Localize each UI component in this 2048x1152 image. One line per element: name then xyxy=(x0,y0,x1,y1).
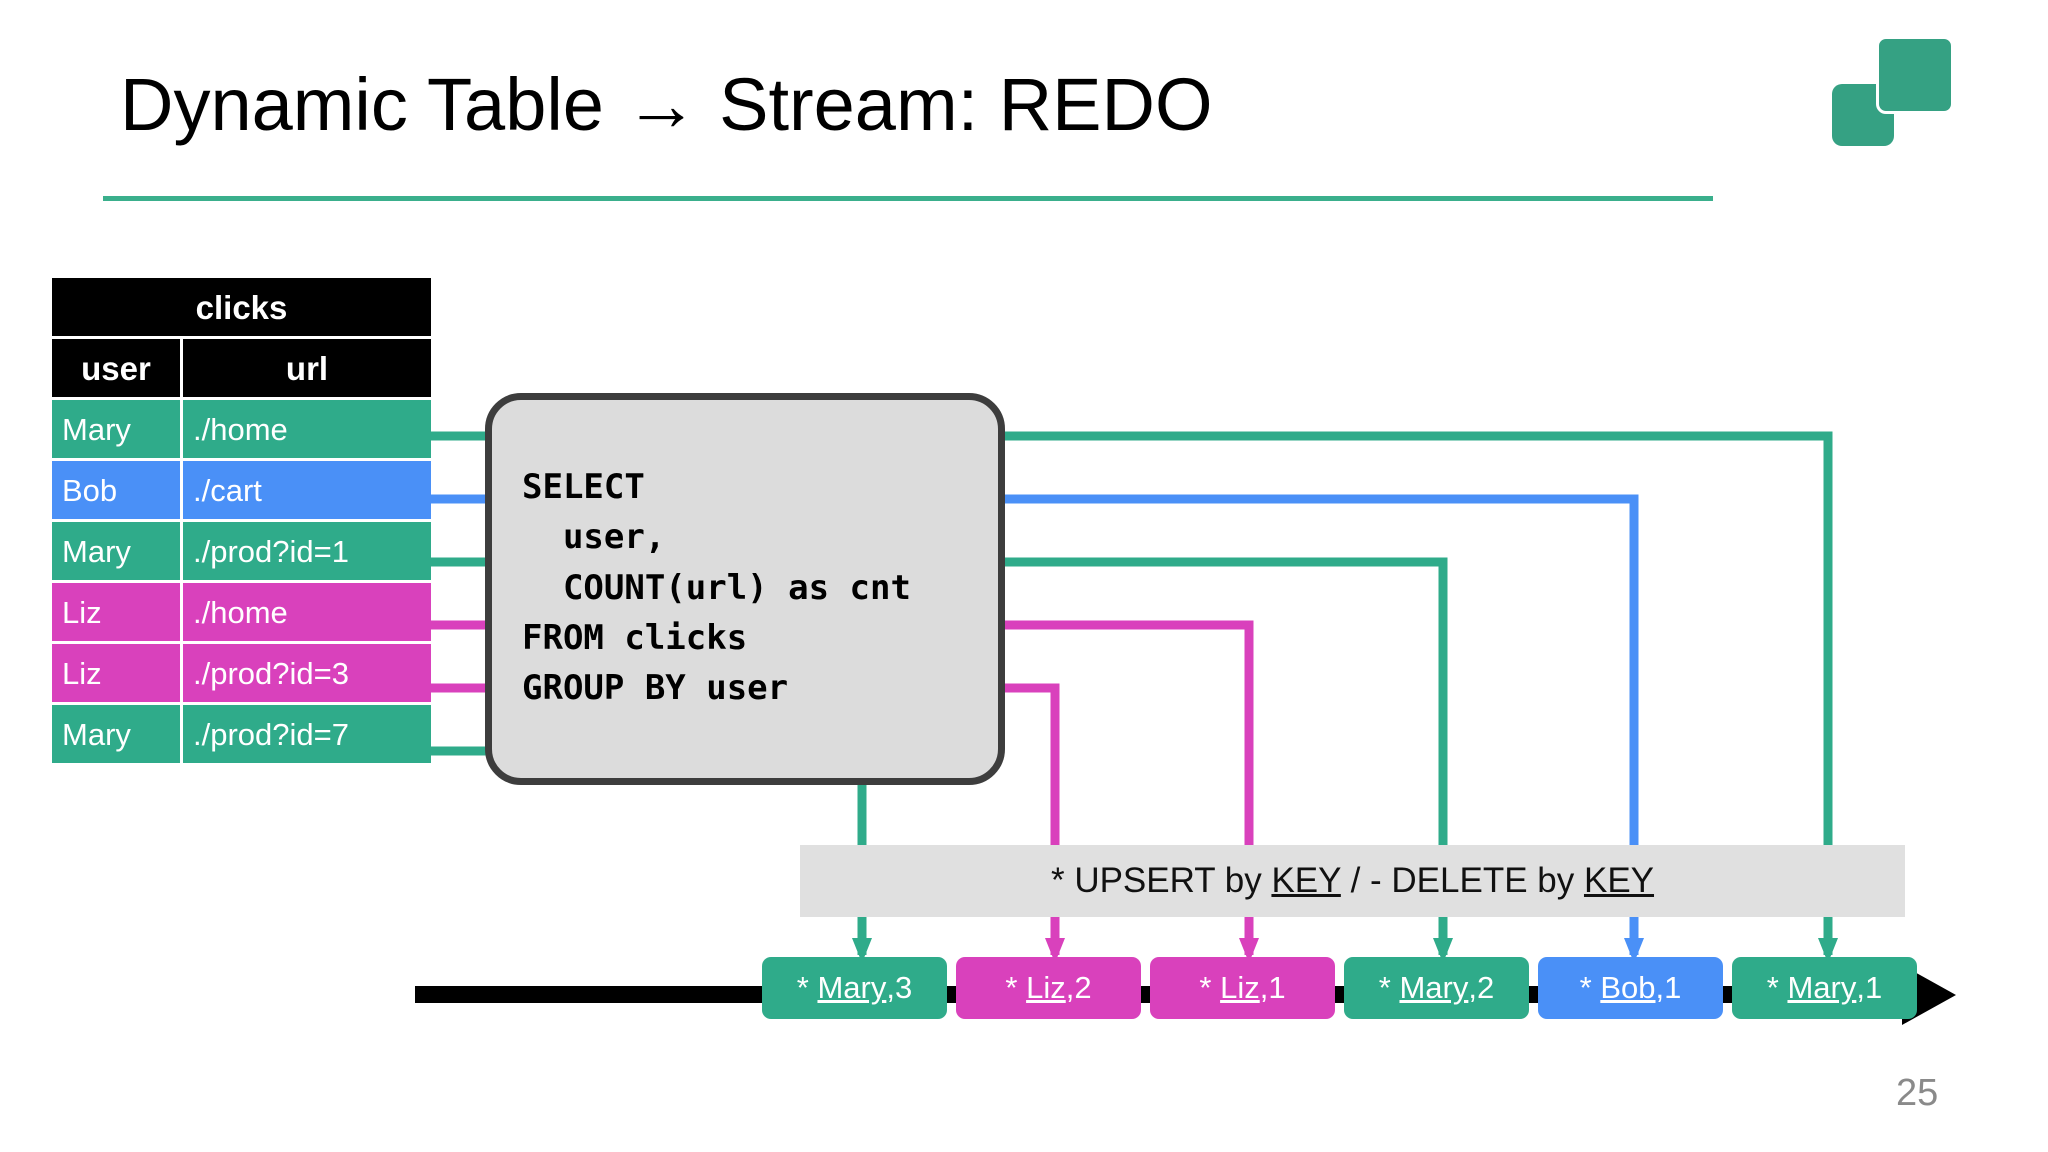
banner-prefix: * UPSERT by xyxy=(1050,861,1272,900)
banner-middle: / - DELETE by xyxy=(1340,861,1584,900)
event-value: 3 xyxy=(894,970,913,1005)
stream-event-badge[interactable]: * Mary,2 xyxy=(1344,957,1529,1019)
event-value: 2 xyxy=(1476,970,1495,1005)
table-row: Liz ./home xyxy=(52,583,431,641)
event-key: Mary xyxy=(817,970,887,1005)
cell-url: ./prod?id=7 xyxy=(183,705,431,763)
event-key: Liz xyxy=(1026,970,1066,1005)
cell-url: ./prod?id=1 xyxy=(183,522,431,580)
cell-url: ./home xyxy=(183,400,431,458)
event-op: * xyxy=(1766,970,1779,1005)
event-value: 1 xyxy=(1864,970,1883,1005)
logo-square-front xyxy=(1876,36,1954,114)
sql-query-box: SELECT user, COUNT(url) as cnt FROM clic… xyxy=(485,393,1005,785)
stream-event-badge[interactable]: * Liz,2 xyxy=(956,957,1141,1019)
event-key: Mary xyxy=(1787,970,1857,1005)
event-key: Mary xyxy=(1399,970,1469,1005)
cell-url: ./home xyxy=(183,583,431,641)
banner-key-1: KEY xyxy=(1271,861,1341,900)
cell-user: Bob xyxy=(52,461,180,519)
stream-event-badge[interactable]: * Liz,1 xyxy=(1150,957,1335,1019)
stream-event-badge[interactable]: * Mary,3 xyxy=(762,957,947,1019)
cell-user: Liz xyxy=(52,644,180,702)
event-key: Liz xyxy=(1220,970,1260,1005)
event-op: * xyxy=(1378,970,1391,1005)
table-row: Mary ./home xyxy=(52,400,431,458)
column-header-user: user xyxy=(52,339,180,397)
table-name: clicks xyxy=(52,278,431,336)
banner-key-2: KEY xyxy=(1583,861,1655,900)
cell-user: Mary xyxy=(52,400,180,458)
table-row: Mary ./prod?id=1 xyxy=(52,522,431,580)
clicks-table: clicks user url Mary ./home Bob ./cart M… xyxy=(52,278,431,766)
event-op: * xyxy=(796,970,809,1005)
table-header-row: user url xyxy=(52,339,431,397)
event-value: 1 xyxy=(1268,970,1286,1005)
cell-url: ./prod?id=3 xyxy=(183,644,431,702)
sql-query-text: SELECT user, COUNT(url) as cnt FROM clic… xyxy=(522,467,911,709)
cell-user: Mary xyxy=(52,522,180,580)
table-row: Liz ./prod?id=3 xyxy=(52,644,431,702)
event-value: 2 xyxy=(1074,970,1092,1005)
event-op: * xyxy=(1005,970,1018,1005)
event-value: 1 xyxy=(1664,970,1682,1005)
stream-event-badge[interactable]: * Bob,1 xyxy=(1538,957,1723,1019)
event-op: * xyxy=(1199,970,1212,1005)
cell-user: Liz xyxy=(52,583,180,641)
flink-logo-icon xyxy=(1832,36,1972,146)
page-title: Dynamic Table → Stream: REDO xyxy=(120,63,1213,146)
event-op: * xyxy=(1579,970,1592,1005)
upsert-semantics-banner: * UPSERT by KEY / - DELETE by KEY xyxy=(800,845,1905,917)
table-row: Bob ./cart xyxy=(52,461,431,519)
banner-text: * UPSERT by KEY / - DELETE by KEY xyxy=(1051,861,1654,901)
page-number: 25 xyxy=(1896,1072,1939,1114)
table-row: Mary ./prod?id=7 xyxy=(52,705,431,763)
cell-user: Mary xyxy=(52,705,180,763)
cell-url: ./cart xyxy=(183,461,431,519)
event-key: Bob xyxy=(1600,970,1656,1005)
table-name-row: clicks xyxy=(52,278,431,336)
stream-event-badge[interactable]: * Mary,1 xyxy=(1732,957,1917,1019)
title-divider xyxy=(103,196,1713,201)
column-header-url: url xyxy=(183,339,431,397)
